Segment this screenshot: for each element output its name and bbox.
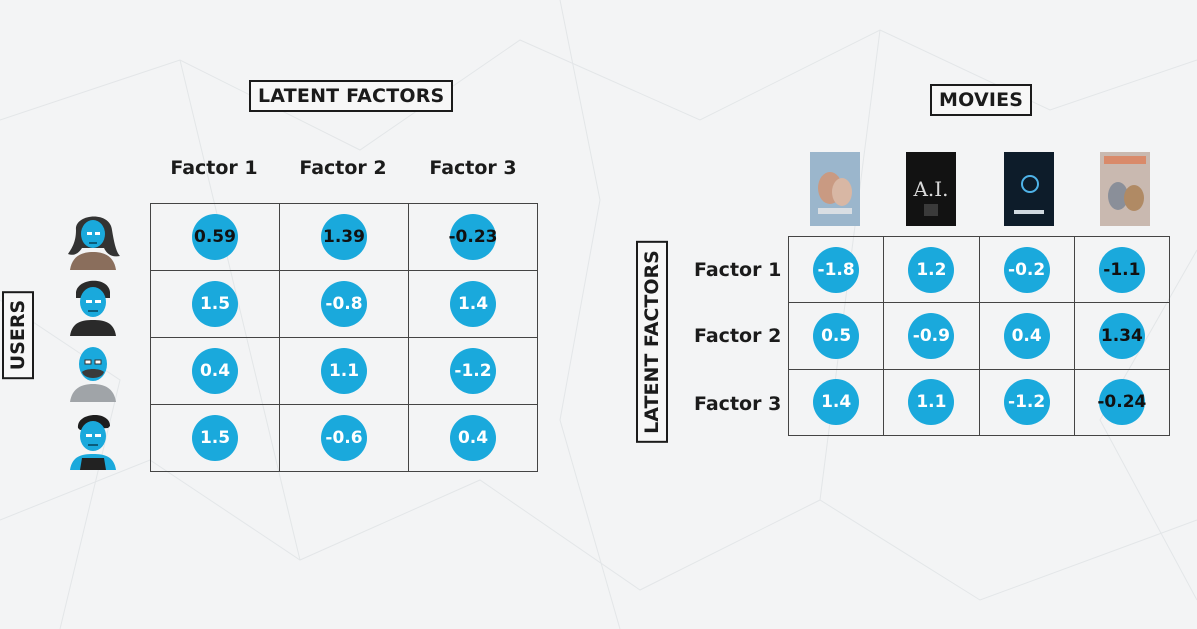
- user-factor-value-bubble: 1.4: [450, 281, 496, 327]
- user-factor-cell: 1.39: [279, 203, 409, 271]
- movie-factor-value-bubble: 1.4: [813, 379, 860, 426]
- user-factor-value-bubble: 1.5: [192, 281, 238, 327]
- user-factor-row: 0.59 1.39 -0.23: [150, 203, 538, 271]
- movie-factor-cell: 1.4: [787, 368, 885, 437]
- movie-factor-value-bubble: -1.2: [1003, 379, 1050, 426]
- svg-text:A.I.: A.I.: [912, 177, 948, 201]
- movie-factor-value-bubble: -1.1: [1098, 246, 1145, 293]
- movie-factor-cell: -1.8: [787, 235, 885, 304]
- user-factor-cell: 1.1: [279, 337, 409, 405]
- user-factor-value-bubble: 1.39: [321, 214, 367, 260]
- movie-factor-value-bubble: 0.4: [1003, 312, 1050, 359]
- movie-factor-cell: 1.2: [883, 235, 980, 304]
- user-factor-value-bubble: 1.1: [321, 348, 367, 394]
- movie-factor-cell: 0.4: [978, 302, 1075, 370]
- left-col-header-factor-3: Factor 3: [429, 157, 517, 179]
- user-factor-cell: 1.5: [150, 404, 280, 472]
- movie-factor-value-bubble: -0.9: [908, 312, 955, 359]
- left-panel-title: LATENT FACTORS: [249, 80, 454, 112]
- ai-poster-icon: A.I.: [906, 152, 956, 226]
- left-col-header-factor-1: Factor 1: [170, 157, 258, 179]
- right-panel-title: MOVIES: [930, 84, 1033, 116]
- movie-factor-value-bubble: 1.2: [908, 246, 955, 293]
- latent-factors-axis-label: LATENT FACTORS: [636, 241, 668, 443]
- user-factor-row: 1.5 -0.6 0.4: [150, 404, 538, 472]
- wall-e-poster-icon: [1004, 152, 1054, 226]
- movie-factor-row: 1.4 1.1 -1.2 -0.24: [787, 368, 1171, 437]
- bald-mustache-user-avatar-icon: [70, 347, 116, 402]
- male-user-avatar-icon: [70, 280, 116, 336]
- user-factor-value-bubble: -0.6: [321, 415, 367, 461]
- movie-factor-row: 0.5 -0.9 0.4 1.34: [787, 302, 1171, 370]
- user-factor-cell: 1.4: [408, 270, 538, 338]
- user-factor-value-bubble: -0.23: [449, 214, 498, 260]
- users-axis-label: USERS: [2, 290, 34, 380]
- movie-factor-cell: -0.9: [883, 302, 980, 370]
- left-col-header-factor-2: Factor 2: [299, 157, 387, 179]
- movie-factor-cell: 1.34: [1073, 302, 1171, 370]
- user-factor-cell: 1.5: [150, 270, 280, 338]
- user-factor-cell: -0.23: [408, 203, 538, 271]
- user-factor-value-bubble: 0.4: [450, 415, 496, 461]
- lady-and-the-tramp-poster-icon: [1100, 152, 1150, 226]
- movie-factor-value-bubble: 0.5: [813, 312, 860, 359]
- movie-factor-value-bubble: -0.2: [1003, 246, 1050, 293]
- movie-factor-value-bubble: 1.1: [908, 379, 955, 426]
- the-notebook-poster-icon: [810, 152, 860, 226]
- user-factor-cell: 0.4: [408, 404, 538, 472]
- movie-factor-cell: -0.2: [978, 235, 1075, 304]
- user-factor-row: 0.4 1.1 -1.2: [150, 337, 538, 405]
- right-row-header-factor-1: Factor 1: [694, 259, 782, 281]
- movie-factor-cell: -0.24: [1073, 368, 1171, 437]
- movie-factor-value-bubble: 1.34: [1098, 312, 1145, 359]
- user-factor-value-bubble: 1.5: [192, 415, 238, 461]
- user-factor-value-bubble: -0.8: [321, 281, 367, 327]
- user-factor-cell: -1.2: [408, 337, 538, 405]
- user-factor-cell: 0.59: [150, 203, 280, 271]
- user-factor-row: 1.5 -0.8 1.4: [150, 270, 538, 338]
- movie-factor-cell: -1.2: [978, 368, 1075, 437]
- movie-factor-value-bubble: -1.8: [813, 246, 860, 293]
- user-factor-cell: -0.6: [279, 404, 409, 472]
- movie-factor-cell: -1.1: [1073, 235, 1171, 304]
- young-male-user-avatar-icon: [70, 414, 116, 470]
- movie-factor-cell: 1.1: [883, 368, 980, 437]
- user-factor-value-bubble: -1.2: [450, 348, 496, 394]
- movie-factor-row: -1.8 1.2 -0.2 -1.1: [787, 235, 1171, 304]
- user-factor-value-bubble: 0.4: [192, 348, 238, 394]
- user-factor-value-bubble: 0.59: [192, 214, 238, 260]
- movie-factor-cell: 0.5: [787, 302, 885, 370]
- user-factor-matrix: 0.59 1.39 -0.23 1.5 -0.8 1.4 0.4 1.1 -1.2 1.5 -0.6…: [150, 203, 538, 472]
- right-row-header-factor-2: Factor 2: [694, 325, 782, 347]
- movie-factor-value-bubble: -0.24: [1097, 379, 1146, 426]
- female-user-avatar-icon: [68, 216, 120, 270]
- user-factor-cell: -0.8: [279, 270, 409, 338]
- user-factor-cell: 0.4: [150, 337, 280, 405]
- right-row-header-factor-3: Factor 3: [694, 393, 782, 415]
